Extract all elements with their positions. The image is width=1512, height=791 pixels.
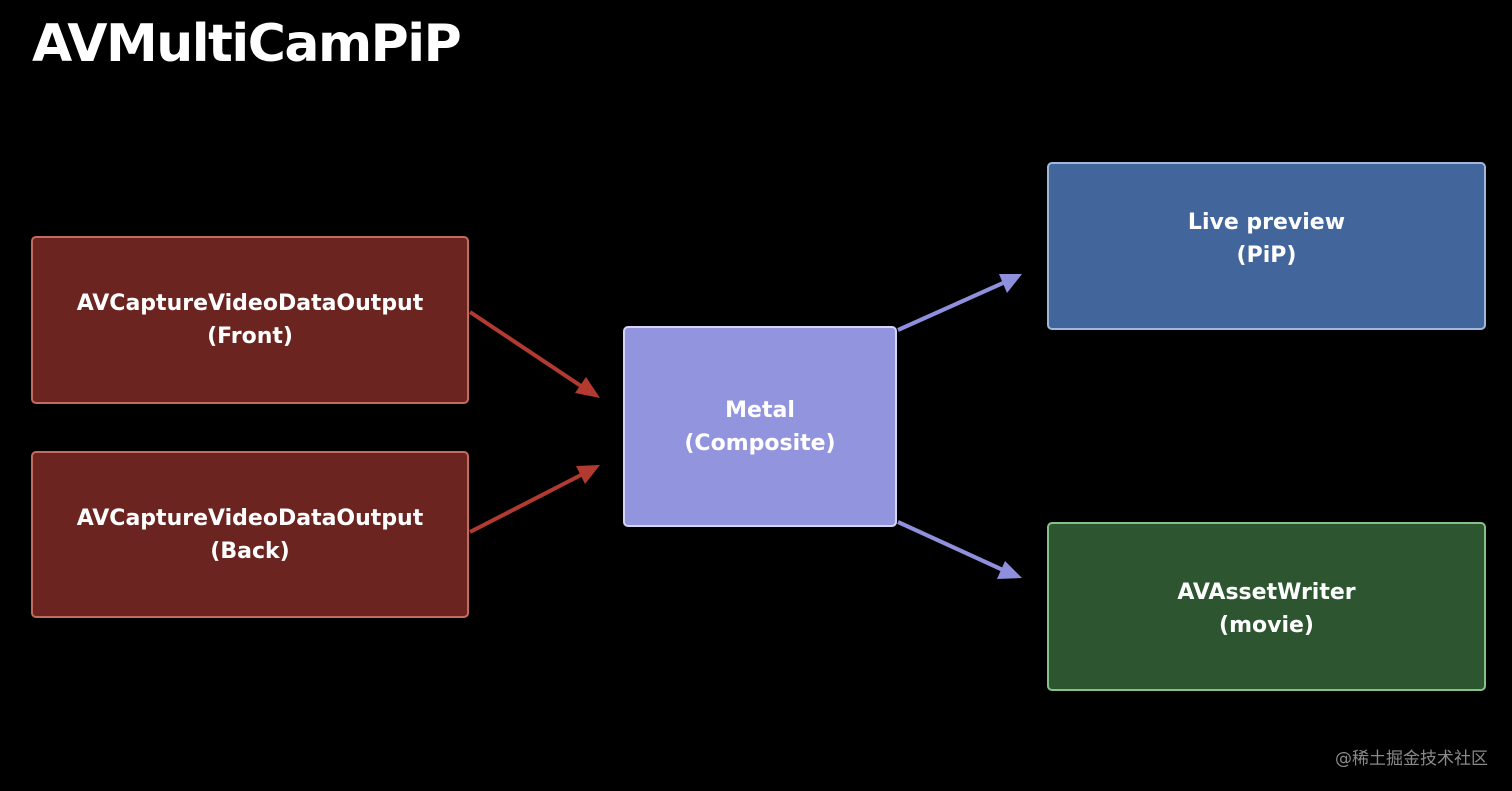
- back-capture-output-qualifier: (Back): [210, 538, 290, 564]
- slide-title: AVMultiCamPiP: [32, 14, 462, 74]
- asset-writer-name: AVAssetWriter: [1177, 579, 1356, 605]
- arrow-back-to-metal: [469, 465, 600, 534]
- live-preview-name: Live preview: [1187, 210, 1346, 235]
- front-capture-output-node: AVCaptureVideoDataOutput (Front): [31, 236, 469, 404]
- metal-composite-node: Metal (Composite): [623, 326, 897, 527]
- arrow-front-to-metal-shaft: [468, 310, 583, 388]
- watermark-text: @稀土掘金技术社区: [1335, 749, 1488, 769]
- arrow-metal-to-writer: [897, 520, 1022, 579]
- asset-writer-qualifier: (movie): [1219, 612, 1314, 638]
- arrow-metal-to-preview: [897, 274, 1022, 332]
- arrow-front-to-metal: [468, 310, 600, 398]
- arrow-metal-to-writer-head: [997, 561, 1022, 579]
- metal-composite-qualifier: (Composite): [684, 430, 836, 456]
- front-capture-output-name: AVCaptureVideoDataOutput: [76, 291, 424, 316]
- live-preview-node: Live preview (PiP): [1047, 162, 1486, 330]
- back-capture-output-node: AVCaptureVideoDataOutput (Back): [31, 451, 469, 618]
- arrow-metal-to-preview-head: [999, 274, 1022, 293]
- arrow-back-to-metal-head: [576, 465, 600, 484]
- arrow-metal-to-preview-shaft: [897, 281, 1004, 332]
- arrow-back-to-metal-shaft: [469, 473, 582, 534]
- back-capture-output-name: AVCaptureVideoDataOutput: [76, 505, 424, 531]
- live-preview-qualifier: (PiP): [1236, 243, 1297, 268]
- arrow-front-to-metal-head: [575, 377, 600, 398]
- arrow-metal-to-writer-shaft: [897, 520, 1004, 572]
- front-capture-output-qualifier: (Front): [207, 324, 293, 349]
- asset-writer-node: AVAssetWriter (movie): [1047, 522, 1486, 691]
- metal-composite-name: Metal: [725, 397, 795, 423]
